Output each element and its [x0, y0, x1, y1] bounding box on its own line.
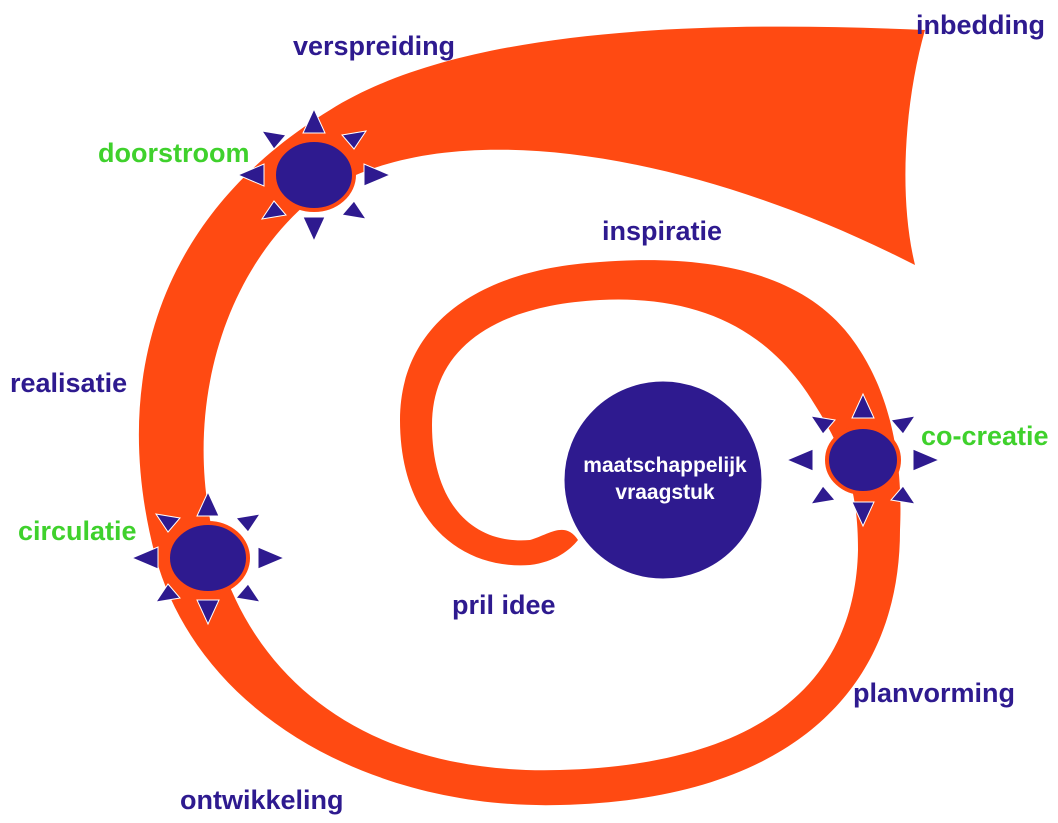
starburst-ray	[236, 163, 265, 187]
center-label-line1: maatschappelijk	[583, 454, 747, 477]
label-inbedding: inbedding	[916, 10, 1045, 40]
center-label-line2: vraagstuk	[615, 481, 715, 504]
starburst-ray	[341, 200, 368, 220]
starburst-ray	[809, 485, 836, 505]
spiral-band	[138, 26, 925, 806]
starburst-core	[272, 138, 356, 212]
doorstroom-starburst	[236, 107, 392, 243]
label-ontwikkeling: ontwikkeling	[180, 785, 344, 815]
starburst-ray	[302, 216, 326, 243]
starburst-ray	[130, 546, 159, 570]
starburst-ray	[912, 448, 941, 472]
label-circulatie: circulatie	[18, 516, 137, 546]
starburst-ray	[851, 392, 875, 419]
starburst-ray	[363, 163, 392, 187]
starburst-ray	[341, 130, 368, 150]
center-circle	[561, 378, 765, 582]
starburst-ray	[257, 546, 286, 570]
label-doorstroom: doorstroom	[98, 138, 250, 168]
starburst-ray	[809, 415, 836, 435]
center-label: maatschappelijk vraagstuk	[565, 452, 765, 506]
starburst-ray	[890, 415, 917, 435]
label-co-creatie: co-creatie	[921, 421, 1049, 451]
starburst-ray	[196, 599, 220, 626]
starburst-ray	[260, 130, 287, 150]
starburst-ray	[196, 490, 220, 517]
co-creatie-starburst	[785, 392, 941, 528]
starburst-core	[166, 521, 250, 595]
starburst-ray	[235, 583, 262, 603]
starburst-ray	[260, 200, 287, 220]
starburst-ray	[890, 485, 917, 505]
starburst-ray	[851, 501, 875, 528]
circulatie-starburst	[130, 490, 286, 626]
label-verspreiding: verspreiding	[293, 31, 456, 61]
starburst-ray	[154, 513, 181, 533]
starburst-core	[825, 425, 901, 495]
label-realisatie: realisatie	[10, 368, 128, 398]
starburst-ray	[785, 448, 814, 472]
label-planvorming: planvorming	[853, 678, 1016, 708]
starburst-ray	[302, 107, 326, 134]
starburst-ray	[235, 513, 262, 533]
label-pril-idee: pril idee	[452, 590, 556, 620]
label-inspiratie: inspiratie	[602, 216, 723, 246]
starburst-ray	[154, 583, 181, 603]
